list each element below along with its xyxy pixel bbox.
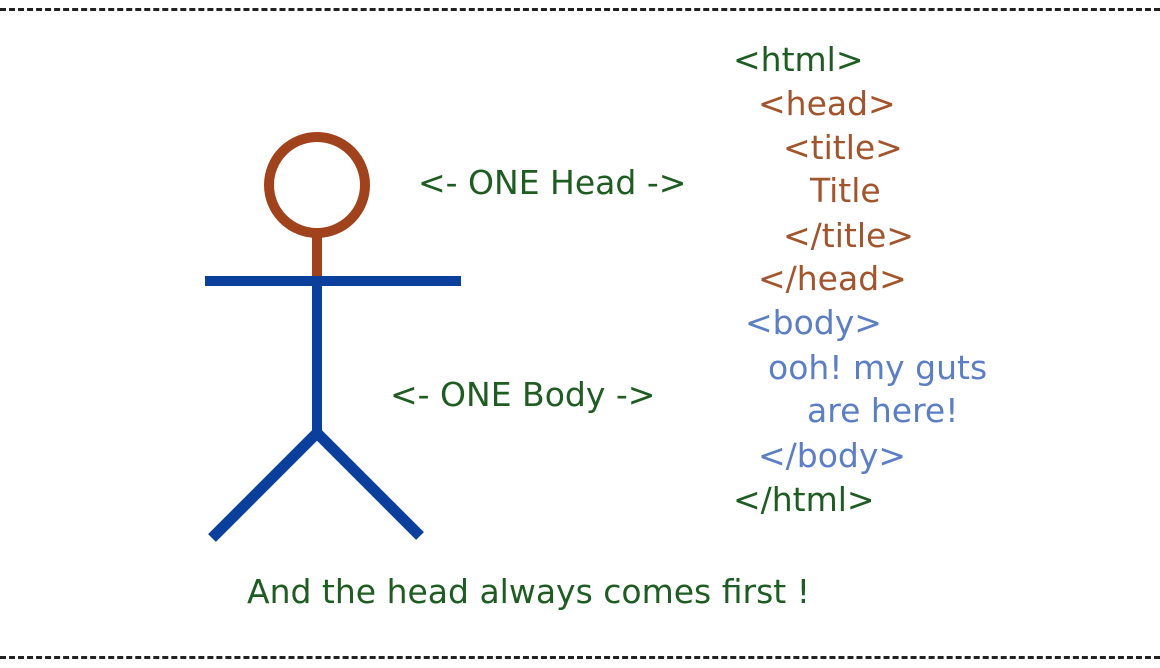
- code-body-text-line-1: ooh! my guts: [768, 348, 988, 387]
- code-body-text-line-2: are here!: [807, 391, 959, 430]
- code-body-close: </body>: [758, 436, 907, 475]
- stick-figure-left-leg: [208, 429, 321, 542]
- code-html-close: </html>: [733, 480, 875, 519]
- code-html-open: <html>: [733, 40, 864, 79]
- top-dashed-border: [0, 8, 1160, 11]
- one-body-label: <- ONE Body ->: [390, 375, 656, 414]
- code-title-open: <title>: [783, 128, 903, 167]
- stick-figure-head: [264, 132, 370, 238]
- footer-caption: And the head always comes first !: [247, 572, 810, 611]
- bottom-dashed-border: [0, 656, 1160, 659]
- one-head-label: <- ONE Head ->: [418, 163, 687, 202]
- code-body-open: <body>: [745, 303, 882, 342]
- code-title-close: </title>: [783, 216, 914, 255]
- code-head-close: </head>: [758, 259, 907, 298]
- code-head-open: <head>: [758, 84, 896, 123]
- stick-figure-right-leg: [313, 429, 424, 540]
- code-title-text: Title: [810, 171, 881, 210]
